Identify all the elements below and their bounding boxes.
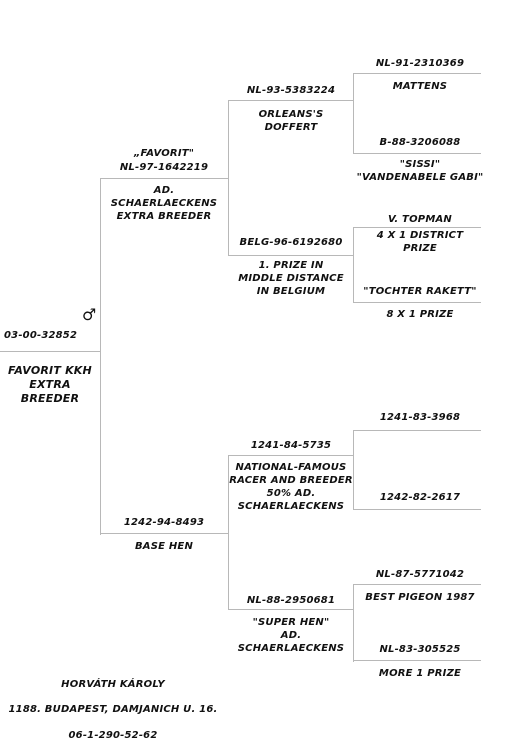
dam-to-grandparents-line <box>228 455 229 610</box>
subject-box-top-line <box>0 351 100 352</box>
sdd-note: 8 X 1 PRIZE <box>386 309 454 320</box>
dsd-line <box>353 509 481 510</box>
ddd-line <box>353 660 481 661</box>
owner-name: HORVÁTH KÁROLY <box>61 679 165 690</box>
dd-to-parents-line <box>353 584 354 662</box>
dd-ring: NL-88-2950681 <box>246 595 336 606</box>
sss-line <box>353 73 481 74</box>
sd-to-parents-line <box>353 227 354 303</box>
ssd-line <box>353 153 481 154</box>
dds-line <box>353 584 481 585</box>
sss-ring: NL-91-2310369 <box>375 58 465 69</box>
sire-note: AD. SCHAERLAECKENS EXTRA BREEDER <box>110 185 218 222</box>
dds-note: BEST PIGEON 1987 <box>365 592 475 603</box>
sdd-ring: "TOCHTER RAKETT" <box>363 286 477 297</box>
dam-note: BASE HEN <box>134 541 194 552</box>
subject-to-parents-line <box>100 178 101 535</box>
dam-ring: 1242-94-8493 <box>123 517 205 528</box>
ddd-ring: NL-83-305525 <box>379 644 461 655</box>
male-symbol-icon: ♂ <box>82 305 97 324</box>
dsd-ring: 1242-82-2617 <box>379 492 461 503</box>
ssd-note: "SISSI" "VANDENABELE GABI" <box>356 159 484 183</box>
ss-ring: NL-93-5383224 <box>246 85 336 96</box>
owner-address: 1188. BUDAPEST, DAMJANICH U. 16. <box>8 704 218 715</box>
ssd-ring: B-88-3206088 <box>379 137 461 148</box>
sd-line <box>228 255 353 256</box>
dd-note: "SUPER HEN" AD. SCHAERLAECKENS <box>237 617 345 654</box>
sds-note: 4 X 1 DISTRICT PRIZE <box>376 230 464 254</box>
ss-to-parents-line <box>353 73 354 154</box>
ds-to-parents-line <box>353 430 354 510</box>
dss-line <box>353 430 481 431</box>
dss-ring: 1241-83-3968 <box>379 412 461 423</box>
sire-line <box>100 178 228 179</box>
subject-ring: 03-00-32852 <box>4 330 78 341</box>
sire-name: „FAVORIT" <box>133 148 195 159</box>
ds-note: NATIONAL-FAMOUS RACER AND BREEDER 50% AD… <box>229 462 353 512</box>
sire-ring: NL-97-1642219 <box>119 162 209 173</box>
owner-phone: 06-1-290-52-62 <box>68 730 158 741</box>
sdd-line <box>353 302 481 303</box>
sd-note: 1. PRIZE IN MIDDLE DISTANCE IN BELGIUM <box>238 260 344 297</box>
ss-note: ORLEANS'S DOFFERT <box>258 109 324 133</box>
dd-line <box>228 609 353 610</box>
sds-ring: V. TOPMAN <box>388 214 452 225</box>
sd-ring: BELG-96-6192680 <box>239 237 343 248</box>
ds-line <box>228 455 353 456</box>
sss-note: MATTENS <box>392 81 448 92</box>
ss-line <box>228 100 353 101</box>
dam-line <box>100 533 228 534</box>
ds-ring: 1241-84-5735 <box>250 440 332 451</box>
sds-line <box>353 227 481 228</box>
sire-to-grandparents-line <box>228 100 229 256</box>
subject-name: FAVORIT KKH EXTRA BREEDER <box>8 364 92 405</box>
ddd-note: MORE 1 PRIZE <box>378 668 462 679</box>
dds-ring: NL-87-5771042 <box>375 569 465 580</box>
